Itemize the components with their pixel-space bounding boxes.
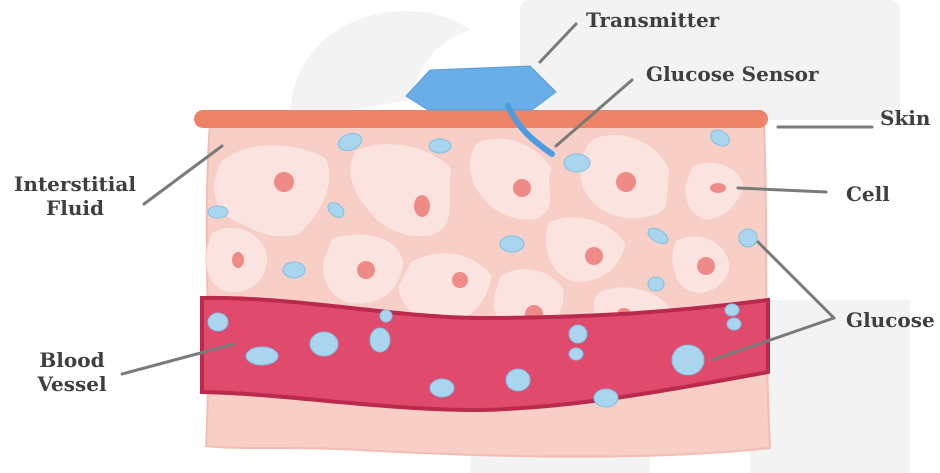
cell-nucleus [452,272,468,288]
glucose-molecule-icon [727,318,741,330]
glucose-molecule-icon [370,328,390,352]
glucose-molecule-icon [500,236,524,252]
glucose-molecule-icon [430,379,454,397]
blood-vessel-label-line1: Blood [20,348,124,372]
glucose-molecule-icon [569,325,587,343]
transmitter-label: Transmitter [586,8,719,32]
cell-nucleus [697,257,715,275]
glucose-molecule-icon [310,332,338,356]
blood-vessel-label: Blood Vessel [20,348,124,396]
glucose-label: Glucose [846,308,935,332]
glucose-molecule-icon [429,139,451,153]
glucose-molecule-icon [506,369,530,391]
skin-label: Skin [880,106,930,130]
cell-label: Cell [846,182,890,206]
cell-nucleus [357,261,375,279]
cell-nucleus [414,195,430,217]
blood-vessel-label-line2: Vessel [20,372,124,396]
interstitial-fluid-label-line2: Fluid [10,196,140,220]
glucose-molecule-icon [380,310,392,322]
cell-nucleus [585,247,603,265]
cell-nucleus [616,172,636,192]
interstitial-fluid-label: Interstitial Fluid [10,172,140,220]
skin-surface [194,110,768,128]
cell-nucleus [232,252,244,268]
glucose-molecule-icon [246,347,278,365]
glucose-molecule-icon [208,313,228,331]
glucose-molecule-icon [569,348,583,360]
glucose-molecule-icon [594,389,618,407]
glucose-molecule-icon [283,262,305,278]
transmitter-device-icon [406,66,556,110]
glucose-molecule-icon [672,345,704,375]
glucose-molecule-icon [739,229,757,247]
glucose-molecule-icon [564,154,590,172]
glucose-molecule-icon [208,206,228,218]
interstitial-fluid-label-line1: Interstitial [10,172,140,196]
glucose-molecule-icon [648,277,664,291]
glucose-sensor-label: Glucose Sensor [646,62,819,86]
cell-nucleus [710,183,726,193]
glucose-molecule-icon [725,304,739,316]
cell-nucleus [274,172,294,192]
cell-nucleus [513,179,531,197]
